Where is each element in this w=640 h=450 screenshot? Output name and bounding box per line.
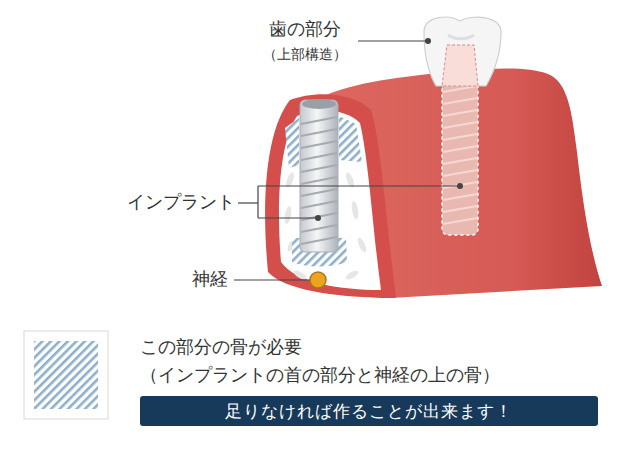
legend-swatch-frame xyxy=(24,331,108,419)
legend-text: この部分の骨が必要 xyxy=(140,336,620,358)
part-label: 歯の部分 xyxy=(255,18,355,40)
implant xyxy=(300,100,338,252)
bone-zone xyxy=(339,116,362,162)
part-label: インプラント xyxy=(90,191,235,213)
crown xyxy=(424,17,501,86)
legend-note: （インプラントの首の部分と神経の上の骨） xyxy=(140,364,630,386)
implant-top xyxy=(302,99,336,109)
bone-zone xyxy=(285,118,299,168)
part-label: 神経 xyxy=(160,268,228,290)
implant-threads xyxy=(443,86,477,224)
leader-lines xyxy=(234,41,460,280)
gum-section xyxy=(265,94,396,298)
leader-dots xyxy=(315,38,463,221)
legend-swatch xyxy=(34,341,98,409)
implant-threads xyxy=(301,117,337,244)
nerve xyxy=(310,272,326,288)
abutment xyxy=(442,45,478,86)
note-band: 足りなければ作ることが出来ます！ xyxy=(140,396,598,426)
implant-hidden xyxy=(442,70,478,235)
part-sublabel: （上部構造） xyxy=(255,46,355,63)
crown-groove xyxy=(448,35,474,39)
note-text: 足りなければ作ることが出来ます！ xyxy=(225,400,513,423)
